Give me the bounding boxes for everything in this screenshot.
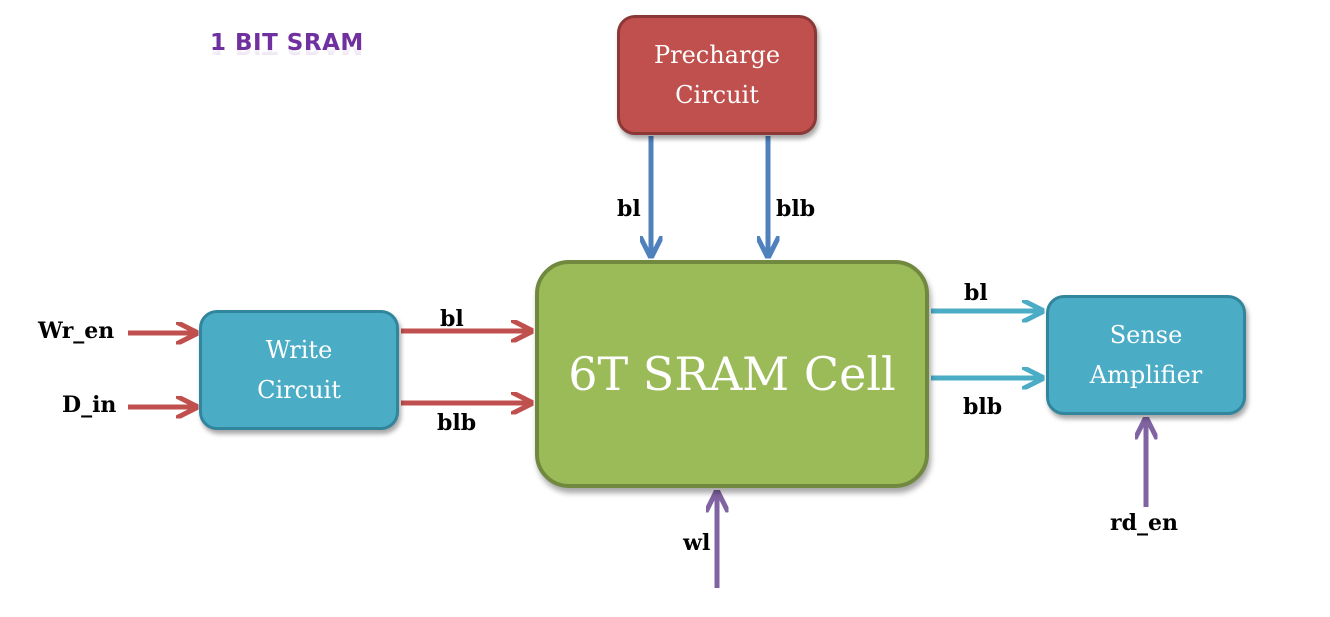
d-in-label: D_in bbox=[62, 392, 117, 418]
precharge-circuit-block: Precharge Circuit bbox=[617, 15, 817, 135]
write-blb-label: blb bbox=[437, 410, 477, 436]
write-bl-label: bl bbox=[440, 306, 464, 332]
sense-amplifier-block: Sense Amplifier bbox=[1046, 295, 1246, 415]
sense-blb-label: blb bbox=[963, 394, 1003, 420]
diagram-title: 1 BIT SRAM bbox=[210, 30, 364, 56]
write-circuit-block: Write Circuit bbox=[199, 310, 399, 430]
wr-en-label: Wr_en bbox=[38, 318, 115, 344]
sense-bl-label: bl bbox=[964, 280, 988, 306]
precharge-blb-label: blb bbox=[776, 196, 816, 222]
precharge-bl-label: bl bbox=[617, 196, 641, 222]
sram-cell-block: 6T SRAM Cell bbox=[535, 260, 929, 488]
rd-en-label: rd_en bbox=[1110, 510, 1178, 536]
wl-label: wl bbox=[683, 530, 711, 556]
